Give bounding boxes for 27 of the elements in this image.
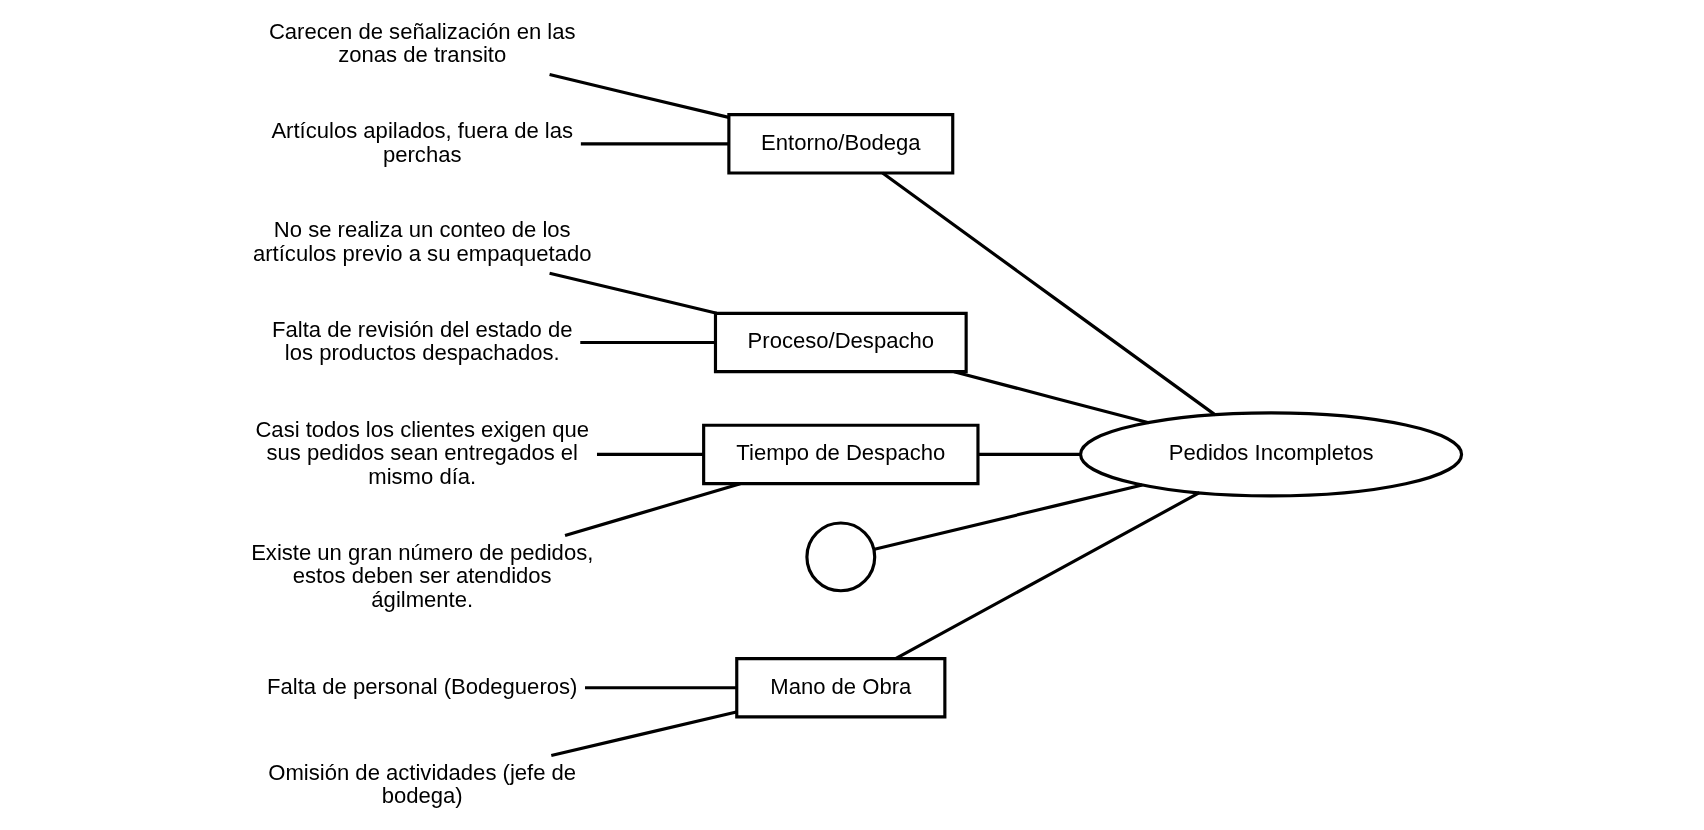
node-box: Mano de Obra [734, 657, 946, 719]
connector [894, 491, 1200, 660]
connector [580, 142, 728, 146]
node-text: Artículos apilados, fuera de las perchas [270, 117, 573, 167]
connector [550, 710, 737, 758]
node-text: Falta de personal (Bodegueros) [266, 673, 577, 699]
connector [584, 686, 736, 690]
node-text: No se realiza un conteo de los artículos previo a su empaquetado [252, 217, 591, 266]
connector [873, 483, 1143, 551]
node-text: Existe un gran número de pedidos, estos deben ser atendidos ágilmente. [250, 539, 593, 612]
node-crescent [804, 521, 876, 593]
node-text: Casi todos los clientes exigen que sus pedidos sean entregados el mismo día. [254, 416, 589, 489]
connector [548, 271, 717, 315]
connector [579, 340, 715, 345]
node-box: Tiempo de Despacho [701, 423, 980, 486]
node-text: Carecen de señalización en las zonas de transito [268, 18, 576, 68]
connector [596, 452, 703, 456]
connector [977, 452, 1080, 456]
connector [548, 73, 729, 119]
node-box: Entorno/Bodega [726, 113, 954, 175]
connector [564, 482, 741, 538]
node-ellipse: Pedidos Incompletos [1078, 411, 1463, 498]
node-box: Proceso/Despacho [713, 311, 968, 374]
node-text: Omisión de actividades (jefe de bodega) [267, 759, 576, 809]
connector [953, 370, 1149, 425]
node-text: Falta de revisión del estado de los productos despachados. [271, 316, 572, 366]
connector [881, 171, 1216, 417]
